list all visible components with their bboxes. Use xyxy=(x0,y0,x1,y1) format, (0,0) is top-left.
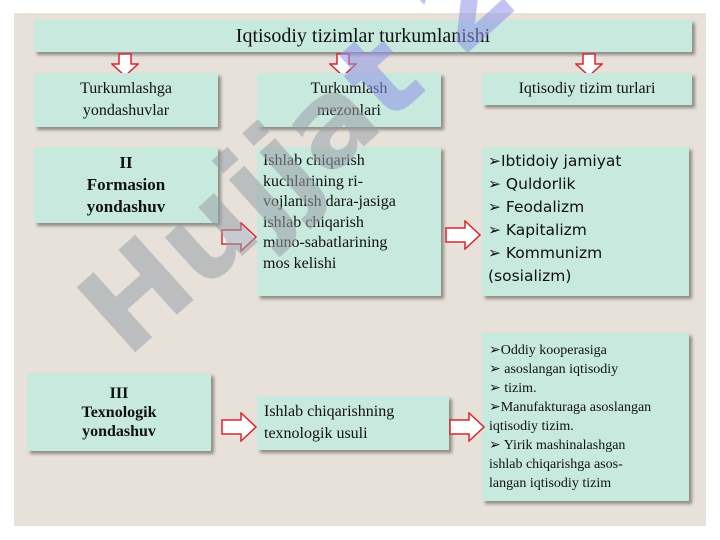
formation-types-box: ➢Ibtidoiy jamiyat ➢ Quldorlik ➢ Feodaliz… xyxy=(482,147,689,296)
header-approaches: Turkumlashga yondashuvlar xyxy=(34,73,218,127)
type-item: ➢ Quldorlik xyxy=(488,175,576,193)
criterion-line: kuchlarining ri- xyxy=(263,172,363,190)
down-arrow-icon xyxy=(111,53,139,77)
type-item: ➢ Kapitalizm xyxy=(488,221,587,239)
type-item: ➢ asoslangan iqtisodiy xyxy=(489,362,619,377)
right-arrow-icon xyxy=(221,412,257,442)
technological-types-box: ➢Oddiy kooperasiga ➢ asoslangan iqtisodi… xyxy=(482,333,689,501)
header-line: mezonlari xyxy=(317,102,381,119)
type-item: ➢ tizim. xyxy=(489,381,537,396)
type-item: ishlab chiqarishga asos- xyxy=(489,457,623,472)
criterion-line: texnologik usuli xyxy=(264,425,368,442)
right-arrow-icon xyxy=(449,412,485,442)
down-arrow-icon xyxy=(575,53,603,77)
type-item: ➢ Yirik mashinalashgan xyxy=(489,438,626,453)
label-line: II xyxy=(119,153,133,172)
criterion-line: ishlab chiqarish xyxy=(263,213,364,231)
type-item: (sosializm) xyxy=(488,267,572,285)
header-types: Iqtisodiy tizim turlari xyxy=(482,73,692,105)
type-item: ➢ Feodalizm xyxy=(488,198,585,216)
diagram-title: Iqtisodiy tizimlar turkumlanishi xyxy=(34,20,692,52)
formation-criterion-box: Ishlab chiqarish kuchlarining ri- vojlan… xyxy=(257,147,441,296)
type-item: ➢ Kommunizm xyxy=(488,244,603,262)
label-line: Texnologik xyxy=(81,403,157,421)
technological-approach-box: III Texnologik yondashuv xyxy=(27,373,211,451)
label-line: yondashuv xyxy=(82,422,156,440)
criterion-line: mos kelishi xyxy=(263,254,337,272)
label-line: Formasion xyxy=(86,175,166,194)
label-line: yondashuv xyxy=(86,197,166,216)
criterion-line: Ishlab chiqarishning xyxy=(264,403,395,420)
header-line: Turkumlash xyxy=(310,80,388,97)
criterion-line: Ishlab chiqarish xyxy=(263,152,365,169)
header-line: yondashuvlar xyxy=(82,102,170,119)
type-item: ➢Oddiy kooperasiga xyxy=(489,343,607,358)
right-arrow-icon xyxy=(445,220,481,250)
right-arrow-icon xyxy=(221,222,257,252)
formation-approach-box: II Formasion yondashuv xyxy=(34,147,218,223)
down-arrow-icon xyxy=(329,53,357,77)
criterion-line: muno-sabatlarining xyxy=(263,234,388,251)
type-item: iqtisodiy tizim. xyxy=(489,419,574,434)
criterion-line: vojlanish dara-jasiga xyxy=(263,193,396,210)
technological-criterion-box: Ishlab chiqarishning texnologik usuli xyxy=(257,396,449,450)
header-line: Turkumlashga xyxy=(80,80,172,97)
header-criteria: Turkumlash mezonlari xyxy=(257,73,441,127)
type-item: ➢Ibtidoiy jamiyat xyxy=(488,152,622,170)
type-item: langan iqtisodiy tizim xyxy=(489,476,612,491)
type-item: ➢Manufakturaga asoslangan xyxy=(489,400,652,415)
label-line: III xyxy=(109,384,129,402)
